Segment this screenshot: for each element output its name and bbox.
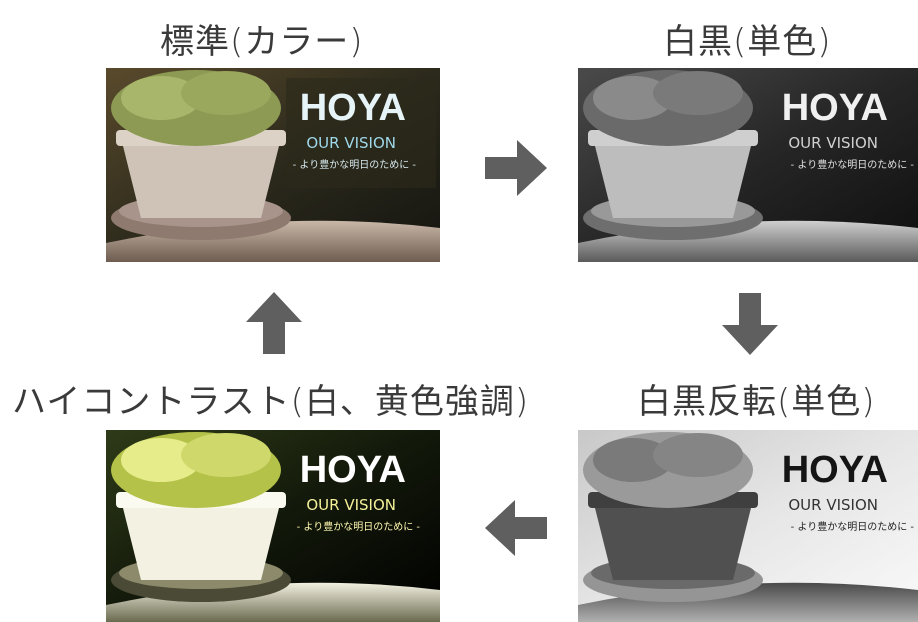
label-standard: 標準(カラー) xyxy=(160,22,364,62)
arrow-down-icon xyxy=(722,293,778,355)
logo-tagline-monochrome: OUR VISION xyxy=(788,134,878,152)
logo-subline-high-contrast: - より豊かな明日のために - xyxy=(297,520,421,533)
label-high-contrast: ハイコントラスト(白、黄色強調) xyxy=(12,382,530,422)
logo-subline-standard: - より豊かな明日のために - xyxy=(293,158,417,171)
logo-brand-inverted: HOYA xyxy=(782,449,888,491)
preview-high-contrast: HOYA OUR VISION - より豊かな明日のために - xyxy=(106,430,440,622)
logo-tagline-high-contrast: OUR VISION xyxy=(306,496,396,514)
logo-tagline-standard: OUR VISION xyxy=(306,134,396,152)
arrow-left-icon xyxy=(485,500,547,556)
logo-brand-monochrome: HOYA xyxy=(782,87,888,129)
preview-monochrome: HOYA OUR VISION - より豊かな明日のために - xyxy=(578,68,918,262)
label-inverted: 白黒反転(単色) xyxy=(637,382,876,422)
preview-standard: HOYA OUR VISION - より豊かな明日のために - xyxy=(106,68,440,262)
logo-subline-monochrome: - より豊かな明日のために - xyxy=(791,158,915,171)
logo-brand-high-contrast: HOYA xyxy=(300,449,406,491)
arrow-right-icon xyxy=(485,140,547,196)
logo-tagline-inverted: OUR VISION xyxy=(788,496,878,514)
preview-inverted: HOYA OUR VISION - より豊かな明日のために - xyxy=(578,430,918,622)
label-monochrome: 白黒(単色) xyxy=(663,22,832,62)
arrow-up-icon xyxy=(246,292,302,354)
logo-subline-inverted: - より豊かな明日のために - xyxy=(791,520,915,533)
logo-brand-standard: HOYA xyxy=(300,87,406,129)
